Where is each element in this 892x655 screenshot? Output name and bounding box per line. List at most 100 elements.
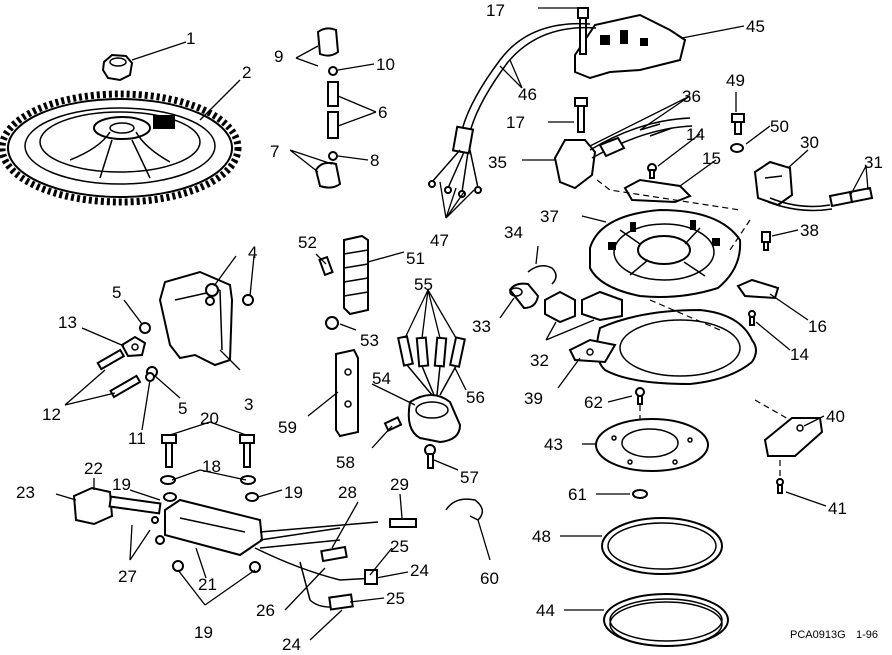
label-43: 43 [544,435,563,454]
part-armature-plate [568,308,757,386]
label-17-upper: 17 [486,1,505,20]
part-power-pack [72,486,417,611]
callout-labels: 1 2 9 10 6 7 8 4 5 13 5 3 12 11 20 18 19… [16,1,883,654]
label-9: 9 [274,47,283,66]
label-12: 12 [42,405,61,424]
label-18: 18 [202,457,221,476]
label-59: 59 [278,418,297,437]
part-screws-pack [160,434,259,502]
label-60: 60 [480,569,499,588]
label-40: 40 [826,407,845,426]
part-screw-38 [761,231,771,251]
label-5-lower: 5 [178,399,187,418]
label-7: 7 [270,142,279,161]
part-nut [101,53,134,82]
label-20: 20 [200,409,219,428]
part-spring-34 [527,265,557,285]
label-16: 16 [808,317,827,336]
label-11: 11 [128,429,146,448]
part-screw-62 [635,387,645,405]
label-48: 48 [532,527,551,546]
label-61: 61 [568,485,587,504]
label-50: 50 [770,117,789,136]
label-46: 46 [518,85,537,104]
label-56: 56 [466,388,485,407]
label-24-upper: 24 [410,561,429,580]
label-8: 8 [370,151,379,170]
part-screw-57 [424,444,436,469]
label-51: 51 [406,249,425,268]
label-34: 34 [504,223,523,242]
label-19-right: 19 [284,483,303,502]
part-ring-44 [603,593,729,647]
part-retainer [623,178,692,204]
label-53: 53 [360,331,379,350]
label-35: 35 [488,153,507,172]
label-39: 39 [524,389,543,408]
label-27: 27 [118,567,137,586]
label-1: 1 [186,29,195,48]
label-62: 62 [584,393,603,412]
figure-date: 1-96 [856,629,878,641]
part-washer-upper [139,322,151,334]
label-2: 2 [242,63,251,82]
label-49: 49 [726,71,745,90]
label-19-left: 19 [112,475,131,494]
part-ring-48 [601,517,723,575]
part-washer-50 [730,143,744,153]
part-screw-14-upper [647,163,657,179]
label-25-upper: 25 [390,537,409,556]
part-stator-plate [589,208,742,298]
label-14-upper: 14 [686,125,705,144]
label-13: 13 [58,313,77,332]
label-47: 47 [430,231,449,250]
label-29: 29 [390,475,409,494]
label-41: 41 [828,499,847,518]
label-19-bottom: 19 [194,623,213,642]
part-terminal-block [318,234,369,330]
part-timer-base [428,7,687,198]
part-sleeves [544,290,623,324]
label-37: 37 [540,207,559,226]
label-38: 38 [800,221,819,240]
label-36: 36 [682,87,701,106]
part-leads [396,335,466,396]
leader-lines [55,7,869,641]
label-25-lower: 25 [386,589,405,608]
label-21: 21 [198,575,217,594]
label-55: 55 [414,275,433,294]
label-52: 52 [298,233,317,252]
part-sensor-coil [553,117,693,190]
part-bracket [335,348,359,438]
label-33: 33 [472,317,491,336]
part-screw-41 [776,478,784,494]
alignment-lines [596,179,791,478]
figure-code: PCA0913G [790,629,846,641]
label-57: 57 [460,468,479,487]
part-screw-17-lower [574,97,588,133]
part-link-40 [763,417,824,457]
label-10: 10 [376,55,395,74]
label-31: 31 [864,153,883,172]
label-30: 30 [800,133,819,152]
label-6: 6 [378,103,387,122]
part-flywheel [0,90,242,206]
label-5-upper: 5 [112,283,121,302]
part-retainer-plate [595,418,709,472]
label-45: 45 [746,17,765,36]
part-nut-61 [632,489,648,499]
part-charge-coil [753,160,874,212]
part-screw-49 [731,113,745,135]
label-44: 44 [536,601,555,620]
part-clip [445,498,484,521]
part-screw-58 [383,416,403,432]
part-rectifier [407,394,462,444]
label-54: 54 [372,369,391,388]
label-24-bottom: 24 [282,635,301,654]
label-15: 15 [702,149,721,168]
part-plug-boot [314,27,342,189]
label-4: 4 [248,243,257,262]
label-28: 28 [338,483,357,502]
